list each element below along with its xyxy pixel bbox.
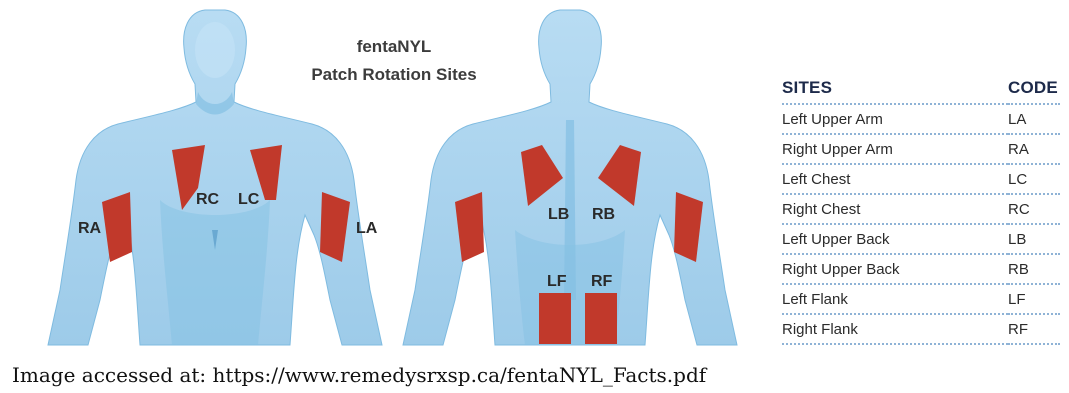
label-rc: RC [196, 191, 220, 208]
site-name: Left Flank [782, 284, 1008, 314]
sites-header: SITES [782, 78, 1008, 104]
label-rb: RB [592, 206, 615, 223]
patch-right-flank [585, 293, 617, 344]
site-name: Right Upper Arm [782, 134, 1008, 164]
patch-left-flank [539, 293, 571, 344]
site-code: LA [1008, 104, 1060, 134]
site-name: Right Chest [782, 194, 1008, 224]
site-code: LF [1008, 284, 1060, 314]
label-ra: RA [78, 220, 102, 237]
site-name: Left Upper Back [782, 224, 1008, 254]
site-name: Left Chest [782, 164, 1008, 194]
site-code: RC [1008, 194, 1060, 224]
site-code: RA [1008, 134, 1060, 164]
label-lf: LF [547, 273, 567, 290]
front-face-shadow [195, 22, 235, 78]
site-name: Right Upper Back [782, 254, 1008, 284]
site-code: RF [1008, 314, 1060, 344]
back-body-figure: LB RB LF RF [403, 10, 737, 345]
patch-rotation-diagram: RA RC LC LA fentaNYL Patch Rotation Site… [0, 0, 760, 360]
site-name: Right Flank [782, 314, 1008, 344]
site-name: Left Upper Arm [782, 104, 1008, 134]
diagram-title-line2: Patch Rotation Sites [311, 65, 476, 84]
front-abdomen-shadow [160, 200, 270, 345]
table-header-row: SITES CODE [782, 78, 1060, 104]
label-lc: LC [238, 191, 260, 208]
label-lb: LB [548, 206, 569, 223]
site-code: LB [1008, 224, 1060, 254]
diagram-title-line1: fentaNYL [357, 37, 432, 56]
label-rf: RF [591, 273, 613, 290]
source-caption: Image accessed at: https://www.remedysrx… [12, 363, 706, 387]
code-header: CODE [1008, 78, 1060, 104]
site-code: RB [1008, 254, 1060, 284]
site-code: LC [1008, 164, 1060, 194]
label-la: LA [356, 220, 378, 237]
front-body-figure: RA RC LC LA [48, 10, 382, 345]
